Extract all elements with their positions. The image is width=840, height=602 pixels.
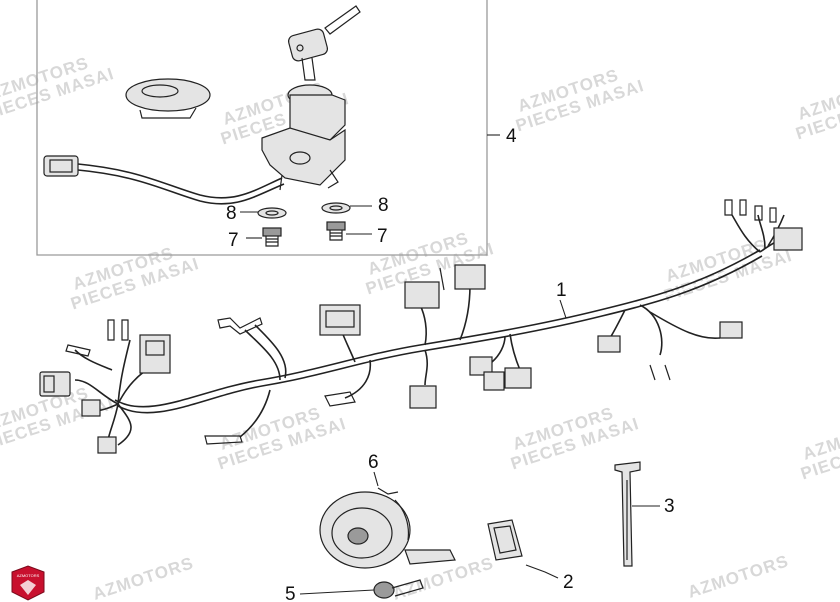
connector bbox=[469, 356, 493, 376]
connector bbox=[719, 321, 743, 339]
leader-bracket bbox=[525, 564, 559, 579]
callout-3: 3 bbox=[664, 496, 675, 517]
connector bbox=[597, 335, 621, 353]
connector bbox=[81, 399, 101, 417]
watermark: AZMOTORS bbox=[90, 553, 196, 602]
horn: 6 bbox=[319, 452, 456, 569]
leader-harness bbox=[559, 299, 567, 319]
callout-5: 5 bbox=[285, 584, 296, 602]
connector bbox=[39, 371, 71, 397]
callout-1: 1 bbox=[556, 280, 567, 301]
leader-horn bbox=[373, 471, 379, 487]
ignition-switch bbox=[261, 84, 346, 191]
watermark-layer: AZMOTORS PIECES MASAI AZMOTORS PIECES MA… bbox=[0, 53, 840, 602]
key bbox=[287, 5, 361, 81]
washer-left bbox=[257, 207, 287, 219]
washer-right bbox=[321, 202, 351, 214]
watermark-line1: AZMOTORS bbox=[90, 553, 196, 602]
screw-right bbox=[326, 221, 346, 241]
callout-6: 6 bbox=[368, 452, 379, 473]
callout-7-left: 7 bbox=[228, 230, 239, 251]
connector bbox=[504, 367, 532, 389]
callout-8-right: 8 bbox=[378, 195, 389, 216]
callout-8-left: 8 bbox=[226, 203, 237, 224]
bolt: 5 bbox=[285, 579, 424, 602]
watermark: AZMOTORS PIECES MASAI bbox=[508, 403, 641, 473]
relay-connector bbox=[454, 264, 486, 290]
watermark: AZMOTORS PIECES MASAI bbox=[793, 73, 840, 143]
leader-bolt bbox=[299, 589, 375, 595]
watermark: AZMOTORS PIECES MASAI bbox=[798, 413, 840, 483]
switch-wire bbox=[43, 155, 285, 205]
watermark-line1: AZMOTORS bbox=[685, 551, 791, 602]
connector bbox=[97, 436, 117, 454]
callout-7-right: 7 bbox=[377, 226, 388, 247]
strap: 3 bbox=[614, 461, 675, 567]
logo-text: AZMOTORS bbox=[17, 573, 40, 578]
connector bbox=[409, 385, 437, 409]
wiring-harness: 1 bbox=[39, 199, 803, 454]
bracket: 2 bbox=[487, 519, 574, 593]
screw-left bbox=[262, 227, 282, 247]
watermark: AZMOTORS PIECES MASAI bbox=[513, 65, 646, 135]
brand-logo: AZMOTORS bbox=[11, 565, 45, 601]
connector bbox=[773, 227, 803, 251]
relay-connector bbox=[404, 281, 440, 309]
inset-border bbox=[36, 0, 488, 256]
watermark: AZMOTORS PIECES MASAI bbox=[0, 53, 116, 123]
watermark: AZMOTORS PIECES MASAI bbox=[68, 243, 201, 313]
relay-connector bbox=[319, 304, 361, 336]
callout-4: 4 bbox=[506, 126, 517, 147]
watermark: AZMOTORS PIECES MASAI bbox=[215, 403, 348, 473]
callout-2: 2 bbox=[563, 572, 574, 593]
cap-cover bbox=[125, 78, 211, 119]
connector bbox=[483, 371, 505, 391]
watermark: AZMOTORS bbox=[685, 551, 791, 602]
ignition-inset: 8 7 8 7 4 bbox=[36, 0, 517, 256]
